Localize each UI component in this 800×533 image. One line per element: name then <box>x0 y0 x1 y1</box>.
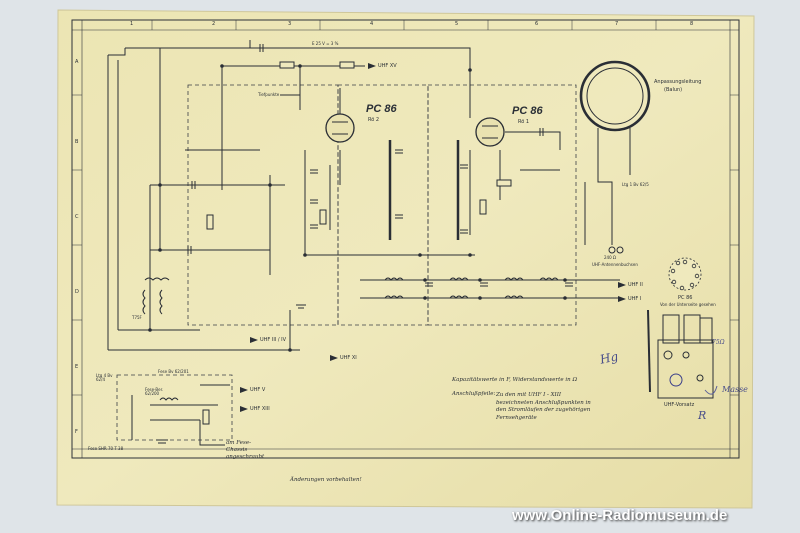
lower-box-title: Fese Bv 62/201 <box>158 369 189 374</box>
shield-box-right <box>427 84 577 326</box>
uhf-module-sketch <box>657 339 714 399</box>
grid-col-1: 1 <box>130 21 134 27</box>
tube-base-label: PC 86 <box>678 295 693 301</box>
grid-col-7: 7 <box>615 21 619 27</box>
grid-row-a: A <box>75 59 79 65</box>
tube-ro1-type: PC 86 <box>512 105 543 117</box>
tube-base-sub: Von der Unterseite gesehen <box>660 302 716 307</box>
voltage-label: E 25 V = 3 % <box>312 41 339 46</box>
grid-row-c: C <box>75 214 79 220</box>
lower-dashed-box <box>116 374 233 441</box>
lower-box-footer: Fese SHR 70 T 38 <box>88 446 124 451</box>
hand-note-75: 75Ω <box>712 339 725 346</box>
connections-label: Anschlußpfeile: <box>452 391 496 397</box>
module-caption: UHF-Vorsatz <box>664 402 695 408</box>
tube-ro1-envelope <box>475 117 505 147</box>
tube-ro2-ref: Rö 2 <box>368 117 380 123</box>
balun-loop-inner <box>586 67 644 125</box>
tiefpunkte-label: Tiefpunkte <box>258 92 280 97</box>
values-note: Kapazitätswerte in F, Widerstandswerte i… <box>452 377 578 383</box>
grid-col-8: 8 <box>690 21 694 27</box>
antenna-sockets-label: UHF-Antennenbuchsen <box>592 262 638 267</box>
watermark: www.Online-Radiomuseum.de <box>512 507 728 524</box>
grid-col-4: 4 <box>370 21 374 27</box>
impedance-label: T75F <box>132 315 142 320</box>
balun-title: Anpassungsleitung <box>654 79 702 85</box>
grid-col-3: 3 <box>288 21 292 27</box>
lower-box-line: Ltg 4 Bv 62/4 <box>96 373 113 382</box>
hand-note-masse: Masse <box>722 385 748 394</box>
grid-row-e: E <box>75 364 79 370</box>
grid-row-f: F <box>75 429 78 435</box>
uhf-i-label: UHF I <box>628 296 642 302</box>
drawing-frame <box>71 19 740 459</box>
shield-box-mid <box>337 84 429 326</box>
uhf-v-label: UHF V <box>250 387 266 393</box>
hand-note-r: R <box>698 409 707 422</box>
changes-note: Änderungen vorbehalten! <box>290 477 362 483</box>
antenna-connector-label: Ltg 1 Bv 62/5 <box>622 182 649 187</box>
chassis-note: am Fese-Chassis angeschraubt <box>226 440 265 461</box>
uhf-xi-label: UHF XI <box>340 355 357 361</box>
grid-col-5: 5 <box>455 21 459 27</box>
uhf-top-label: UHF XV <box>378 63 397 69</box>
uhf-iii-iv-label: UHF III / IV <box>260 337 287 343</box>
balun-loop-outer <box>579 60 651 132</box>
antenna-impedance: 240 Ω <box>604 255 616 260</box>
paper-sheet <box>56 9 755 509</box>
balun-subtitle: (Balun) <box>664 87 683 93</box>
tube-ro2-type: PC 86 <box>366 103 397 115</box>
lower-box-part: Fese-Ber. 62/200 <box>145 387 164 396</box>
grid-col-2: 2 <box>212 21 216 27</box>
grid-row-d: D <box>75 289 79 295</box>
tube-ro1-ref: Rö 1 <box>518 119 530 125</box>
grid-row-b: B <box>75 139 79 145</box>
connections-note: Zu den mit UHF I - XIII bezeichneten Ans… <box>496 392 591 422</box>
hand-note-hg: Hg <box>598 349 620 367</box>
uhf-xiii-label: UHF XIII <box>250 406 270 412</box>
grid-col-6: 6 <box>535 21 539 27</box>
tube-ro2-envelope <box>325 113 355 143</box>
uhf-ii-label: UHF II <box>628 282 643 288</box>
